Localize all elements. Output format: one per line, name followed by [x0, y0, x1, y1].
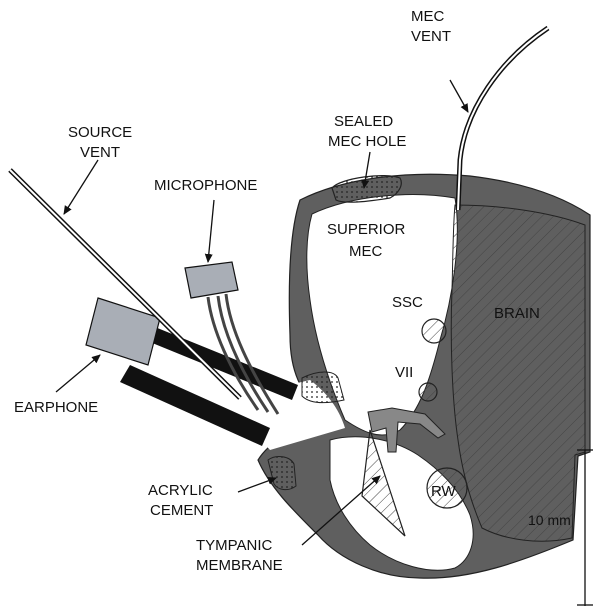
- scale-bar: [577, 450, 593, 606]
- source-vent-label-1: SOURCE: [68, 124, 132, 141]
- tympanic-label-2: MEMBRANE: [196, 557, 283, 574]
- microphone-body: [185, 262, 238, 298]
- mec-vent-label-1: MEC: [411, 8, 445, 25]
- mec-vent-label-2: VENT: [411, 28, 451, 45]
- ssc-canal: [422, 319, 446, 343]
- ssc-label: SSC: [392, 294, 423, 311]
- acrylic-cement-upper: [302, 372, 344, 403]
- microphone-label: MICROPHONE: [154, 177, 257, 194]
- superior-label-1: SUPERIOR: [327, 221, 406, 238]
- superior-label-2: MEC: [349, 243, 383, 260]
- earphone-label: EARPHONE: [14, 399, 98, 416]
- mec-vent-pointer: [450, 80, 468, 112]
- acrylic-pointer: [238, 478, 276, 492]
- sealed-mec-hole: [332, 176, 401, 203]
- brain-label: BRAIN: [494, 305, 540, 322]
- tympanic-label-1: TYMPANIC: [196, 537, 273, 554]
- earphone-pointer: [56, 355, 100, 392]
- sealed-label-1: SEALED: [334, 113, 393, 130]
- source-vent-label-2: VENT: [80, 144, 120, 161]
- rw-label: RW: [431, 483, 457, 500]
- vii-nerve: [419, 383, 437, 401]
- acrylic-label-2: CEMENT: [150, 502, 213, 519]
- scale-label: 10 mm: [528, 512, 571, 528]
- microphone-pointer: [208, 200, 214, 262]
- source-vent-pointer: [64, 160, 98, 214]
- vii-label: VII: [395, 364, 413, 381]
- brain-region: [451, 205, 585, 541]
- acrylic-label-1: ACRYLIC: [148, 482, 213, 499]
- sealed-label-2: MEC HOLE: [328, 133, 406, 150]
